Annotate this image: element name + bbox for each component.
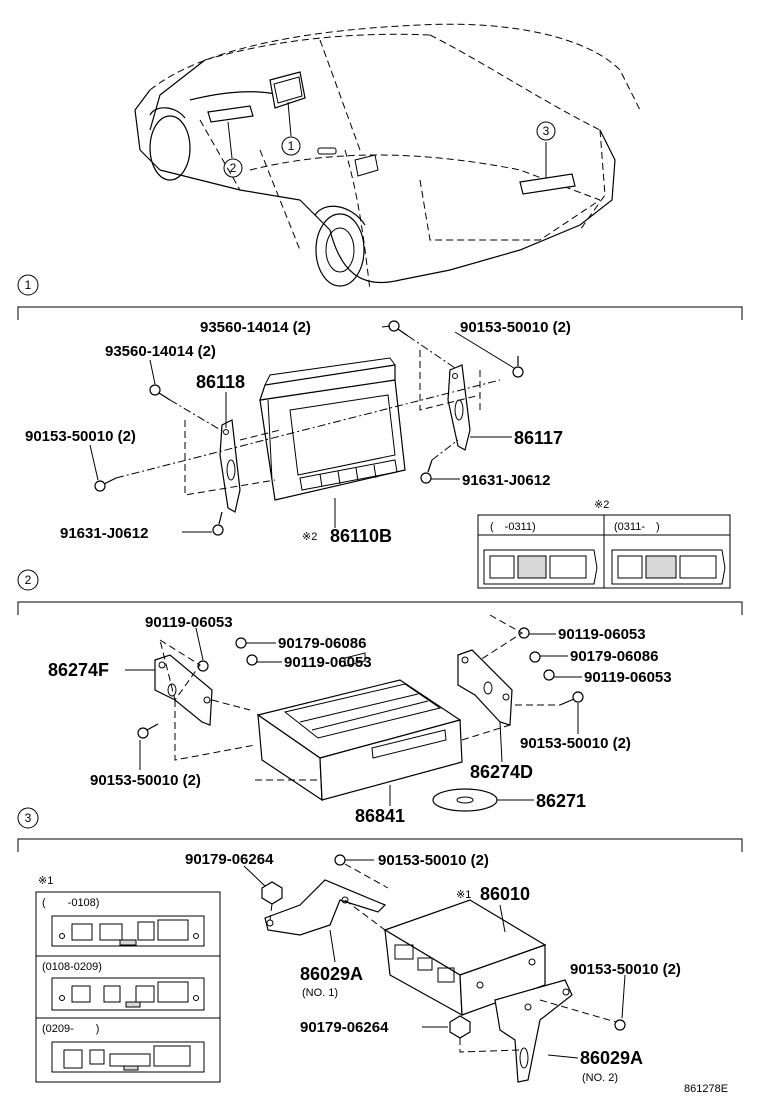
bracket-86117 xyxy=(447,364,471,451)
callout-1-label: 1 xyxy=(288,139,295,153)
label-93560-14014-left: 93560-14014 (2) xyxy=(105,343,216,360)
label-86110b: 86110B xyxy=(330,526,392,546)
label-90119-06053-top-right: 90119-06053 xyxy=(558,626,646,643)
label-86271: 86271 xyxy=(536,791,586,811)
fastener-icons xyxy=(137,627,584,739)
label-90119-06053-left: 90119-06053 xyxy=(284,654,372,671)
bracket-86118 xyxy=(219,419,241,513)
callout-1 xyxy=(281,136,301,156)
label-90119-06053-right: 90119-06053 xyxy=(584,669,672,686)
label-90179-06264-mid: 90179-06264 xyxy=(300,1019,389,1036)
section-1-marker xyxy=(17,274,39,296)
label-no2: (NO. 2) xyxy=(582,1072,618,1084)
label-86117: 86117 xyxy=(514,428,563,448)
note-1-row1: ( -0108) xyxy=(42,897,99,909)
section-1: 1 xyxy=(17,274,743,589)
label-90153-50010-top: 90153-50010 (2) xyxy=(460,319,571,336)
bracket-86029a-no1 xyxy=(264,879,387,936)
label-90153-50010-left: 90153-50010 (2) xyxy=(25,428,136,445)
label-90179-06086-right: 90179-06086 xyxy=(570,648,658,665)
dvd-changer-86841 xyxy=(256,652,463,802)
display-unit-location xyxy=(269,71,306,109)
callout-3 xyxy=(536,121,556,141)
note-1-mark: ※1 xyxy=(38,875,53,887)
note-1-row3: (0209- ) xyxy=(42,1023,99,1035)
label-90153-50010-right: 90153-50010 (2) xyxy=(570,961,681,978)
section-2: 2 xyxy=(17,569,743,826)
label-90153-50010-left: 90153-50010 (2) xyxy=(90,772,201,789)
section-2-marker xyxy=(17,569,39,591)
callout-2-label: 2 xyxy=(230,161,237,175)
bracket-86274f xyxy=(154,654,213,726)
label-91631-j0612-right: 91631-J0612 xyxy=(462,472,550,489)
section-2-bracket xyxy=(17,601,743,615)
note-box-1: ※1 ( -0108) (0108-0209) (0209- ) xyxy=(35,875,221,1083)
label-90119-06053-top-left: 90119-06053 xyxy=(145,614,233,631)
figure-code: 861278E xyxy=(684,1083,728,1095)
label-90179-06264-top: 90179-06264 xyxy=(185,851,274,868)
section-3: 3 xyxy=(17,807,743,1095)
callout-2 xyxy=(223,158,243,178)
note-2-col1: ( -0311) xyxy=(490,521,536,533)
bracket-86029a-no2 xyxy=(494,979,573,1083)
note-1-row2: (0108-0209) xyxy=(42,961,102,973)
section-3-number: 3 xyxy=(25,811,32,825)
label-86029a-no1: 86029A xyxy=(300,964,363,984)
label-91631-j0612-left: 91631-J0612 xyxy=(60,525,148,542)
label-93560-14014-top: 93560-14014 (2) xyxy=(200,319,311,336)
fastener-icons-3 xyxy=(261,854,626,1039)
car-illustration: 1 2 3 xyxy=(134,23,641,291)
label-86118: 86118 xyxy=(196,372,245,392)
label-86010: 86010 xyxy=(480,884,530,904)
callout-3-label: 3 xyxy=(543,124,550,138)
label-90153-50010-top: 90153-50010 (2) xyxy=(378,852,489,869)
label-86110b-mark: ※2 xyxy=(302,531,317,543)
section-3-bracket xyxy=(17,838,743,852)
section-3-marker xyxy=(17,807,39,829)
label-90153-50010-right: 90153-50010 (2) xyxy=(520,735,631,752)
label-86274f: 86274F xyxy=(48,660,109,680)
label-86841: 86841 xyxy=(355,806,405,826)
section-2-number: 2 xyxy=(25,573,32,587)
note-2-col2: (0311- ) xyxy=(614,521,660,533)
bracket-86274d xyxy=(457,649,513,726)
note-box-2: ※2 ( -0311) (0311- ) xyxy=(477,499,731,589)
label-no1: (NO. 1) xyxy=(302,987,338,999)
label-86274d: 86274D xyxy=(470,762,533,782)
disc-86271 xyxy=(432,788,498,812)
label-86010-mark: ※1 xyxy=(456,889,471,901)
label-90179-06086-left: 90179-06086 xyxy=(278,635,366,652)
label-86029a-no2: 86029A xyxy=(580,1048,643,1068)
note-2-mark: ※2 xyxy=(594,499,609,511)
computer-86010 xyxy=(383,899,547,1017)
section-1-bracket xyxy=(17,306,743,320)
section-1-number: 1 xyxy=(25,278,32,292)
display-unit-86110b xyxy=(259,357,406,501)
